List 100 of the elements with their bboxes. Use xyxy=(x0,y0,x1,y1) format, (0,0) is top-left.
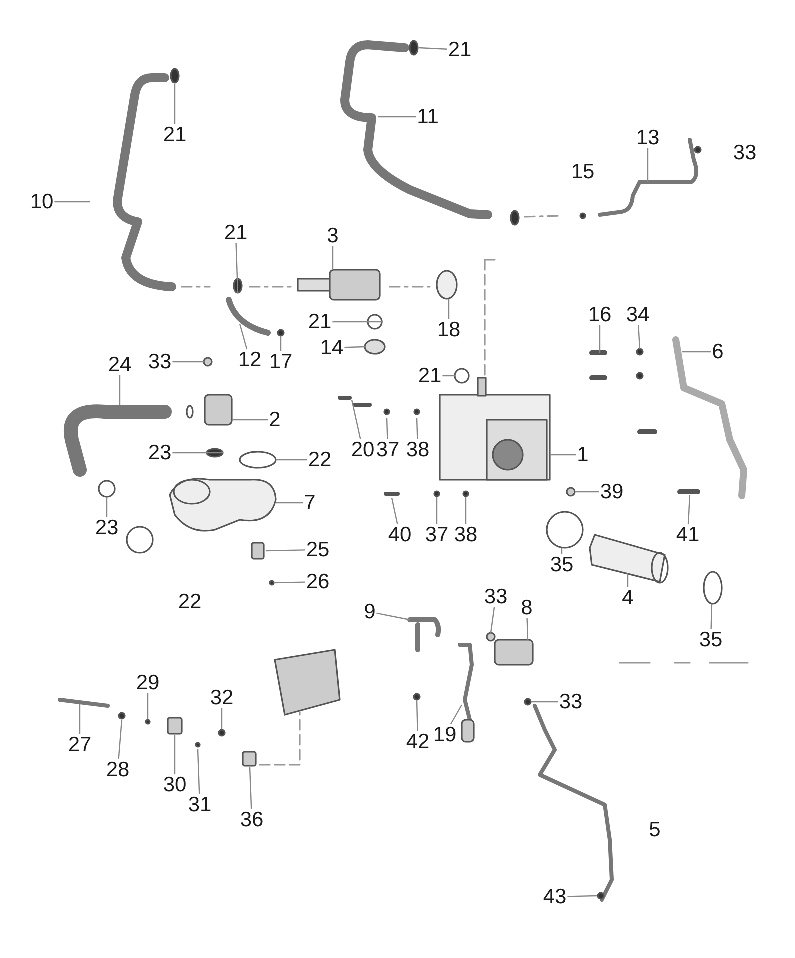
callout-number: 33 xyxy=(483,586,509,608)
callout-number: 33 xyxy=(147,352,173,372)
leader-line xyxy=(174,84,176,124)
leader-line xyxy=(79,704,81,734)
callout-number: 24 xyxy=(107,354,133,376)
leader-line xyxy=(599,326,601,353)
callout-number: 23 xyxy=(147,442,173,464)
callout-number: 33 xyxy=(732,142,758,164)
leader-line xyxy=(531,701,558,703)
callout-number: 17 xyxy=(268,352,294,372)
leader-line xyxy=(274,582,306,584)
leader-line xyxy=(416,418,418,440)
leader-line xyxy=(197,748,200,795)
leader-line xyxy=(276,502,304,504)
callout-number: 35 xyxy=(698,630,724,650)
leader-line xyxy=(386,418,388,440)
leader-line xyxy=(442,375,455,377)
callout-number: 22 xyxy=(307,450,333,470)
leader-line xyxy=(236,243,239,294)
leader-line xyxy=(436,497,438,524)
leader-line xyxy=(332,246,334,270)
leader-line xyxy=(575,491,600,493)
leader-line xyxy=(221,708,223,729)
leader-line xyxy=(647,148,649,182)
leader-line xyxy=(526,618,529,640)
leader-line xyxy=(561,548,563,554)
leader-line xyxy=(465,497,467,524)
leader-line xyxy=(106,497,108,518)
callout-number: 2 xyxy=(268,410,282,430)
leader-line xyxy=(172,452,223,454)
leader-line xyxy=(568,895,598,898)
callout-number: 19 xyxy=(432,724,458,746)
callout-number: 5 xyxy=(648,820,662,840)
callout-number: 21 xyxy=(162,124,188,146)
callout-number: 23 xyxy=(94,518,120,538)
callout-number: 38 xyxy=(405,440,431,460)
callout-number: 14 xyxy=(319,338,345,358)
leader-line xyxy=(147,694,149,719)
leader-line xyxy=(239,324,248,350)
callout-number: 7 xyxy=(303,492,317,514)
leader-line xyxy=(118,720,123,760)
leader-line xyxy=(710,604,713,630)
leader-line xyxy=(376,612,410,621)
leader-line xyxy=(682,351,712,353)
leader-line xyxy=(54,201,90,203)
callout-number: 26 xyxy=(305,572,331,592)
callout-number: 27 xyxy=(67,734,93,756)
callout-number: 6 xyxy=(711,342,725,362)
leader-line xyxy=(119,376,121,405)
callout-number: 39 xyxy=(599,482,625,502)
leader-line xyxy=(416,700,418,732)
callout-number: 29 xyxy=(135,672,161,694)
leader-line xyxy=(276,459,308,461)
callout-number: 42 xyxy=(405,732,431,752)
leader-line xyxy=(351,400,362,440)
callout-number: 18 xyxy=(436,320,462,340)
callout-number: 21 xyxy=(307,312,333,332)
callout-number: 1 xyxy=(576,444,590,466)
callout-number: 28 xyxy=(105,760,131,780)
callout-number: 25 xyxy=(305,540,331,560)
leader-line xyxy=(550,454,576,456)
callout-number: 21 xyxy=(447,40,473,60)
callout-number: 30 xyxy=(162,774,188,796)
leader-line xyxy=(266,550,306,552)
callout-number: 13 xyxy=(635,128,661,148)
callout-number: 9 xyxy=(363,602,377,622)
callout-number: 36 xyxy=(239,810,265,830)
callout-number: 38 xyxy=(453,524,479,546)
callout-number: 37 xyxy=(375,440,401,460)
callout-number: 16 xyxy=(587,304,613,326)
leader-line xyxy=(378,116,416,118)
callout-number: 3 xyxy=(326,226,340,246)
leader-line xyxy=(174,735,176,774)
callout-number: 10 xyxy=(29,192,55,212)
leader-line xyxy=(280,336,282,352)
callout-number: 12 xyxy=(237,350,263,370)
callout-number: 43 xyxy=(542,886,568,908)
leader-line xyxy=(332,321,383,323)
callout-number: 35 xyxy=(549,554,575,576)
callout-number: 41 xyxy=(675,524,701,546)
leader-line xyxy=(490,607,496,634)
callout-number: 4 xyxy=(621,588,635,608)
leader-line xyxy=(688,494,691,525)
callout-number: 37 xyxy=(424,524,450,546)
leader-line xyxy=(249,766,252,810)
leader-line xyxy=(448,299,450,320)
leader-line xyxy=(344,346,366,348)
leader-line xyxy=(418,47,448,50)
callout-number: 11 xyxy=(416,106,440,128)
leader-line xyxy=(638,325,641,350)
callout-number: 21 xyxy=(417,366,443,386)
callout-number: 21 xyxy=(223,222,249,244)
callout-number: 8 xyxy=(520,598,534,618)
callout-number: 40 xyxy=(387,524,413,546)
leader-line xyxy=(450,704,463,725)
callout-number: 22 xyxy=(177,592,203,612)
callout-number: 33 xyxy=(558,692,584,712)
leader-line xyxy=(627,573,629,588)
leader-line xyxy=(172,361,204,363)
callout-number: 31 xyxy=(187,794,213,816)
